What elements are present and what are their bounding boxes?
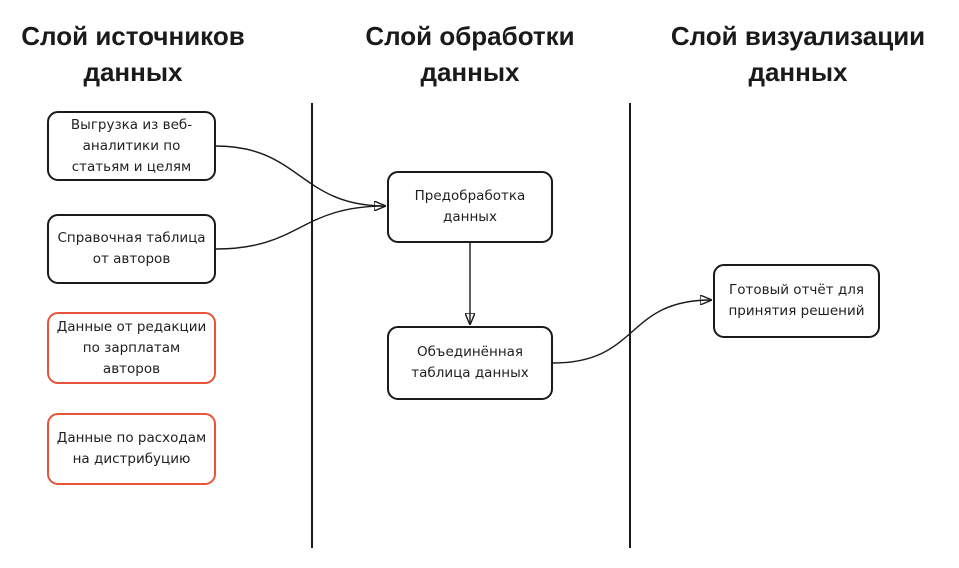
node-label: Предобработка данных [414, 188, 526, 225]
node-label: Справочная таблица от авторов [57, 230, 206, 267]
lane-title-processing: Слой обработки данных [365, 21, 575, 87]
node-label: Данные по расходам на дистрибуцию [56, 430, 207, 467]
node-web-analytics-export[interactable]: Выгрузка из веб-аналитики по статьям и ц… [47, 111, 216, 181]
lane-divider-right [629, 103, 631, 548]
node-data-preprocessing[interactable]: Предобработка данных [387, 171, 553, 243]
edge-ref-to-preprocess [215, 205, 386, 250]
edge-merged-to-report [552, 300, 711, 364]
node-merged-data-table[interactable]: Объединённая таблица данных [387, 326, 553, 400]
node-label: Объединённая таблица данных [411, 344, 529, 381]
lane-title-sources: Слой источников данных [21, 21, 245, 87]
lane-divider-left [311, 103, 313, 548]
node-authors-reference-table[interactable]: Справочная таблица от авторов [47, 214, 216, 284]
node-label: Готовый отчёт для принятия решений [728, 282, 865, 319]
lane-title-visualization: Слой визуализации данных [670, 21, 926, 87]
node-distribution-costs-data[interactable]: Данные по расходам на дистрибуцию [47, 413, 216, 485]
node-label: Выгрузка из веб-аналитики по статьям и ц… [70, 116, 193, 175]
node-decision-report[interactable]: Готовый отчёт для принятия решений [713, 264, 880, 338]
node-editorial-salary-data[interactable]: Данные от редакции по зарплатам авторов [47, 312, 216, 384]
node-label: Данные от редакции по зарплатам авторов [56, 318, 207, 377]
edge-web-to-preprocess [215, 145, 385, 206]
